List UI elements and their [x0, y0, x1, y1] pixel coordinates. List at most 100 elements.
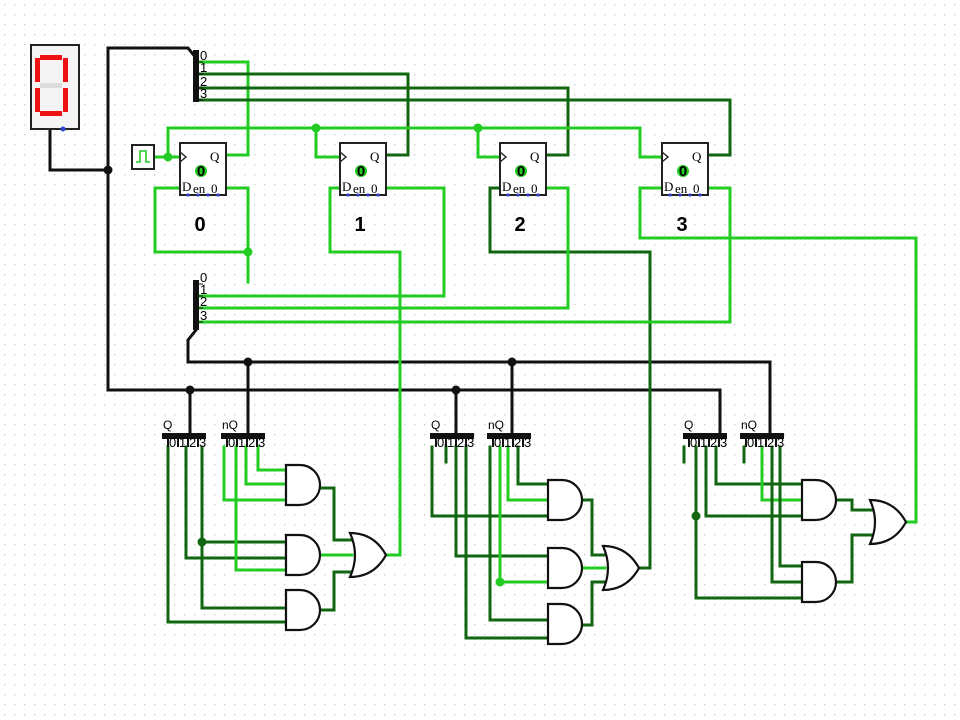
state-indicator — [195, 165, 207, 177]
bit-index-label: 0 — [169, 435, 176, 450]
clock-triangle-icon — [499, 151, 508, 163]
clr-pin-label: 0 — [371, 181, 378, 196]
or-gate — [348, 531, 388, 579]
flipflop-label: 3 — [676, 214, 687, 236]
segment-e — [35, 88, 40, 112]
group2-wires — [430, 445, 607, 640]
segment-a — [40, 55, 62, 60]
seven-segment-display — [30, 44, 80, 132]
pin-dot — [516, 193, 520, 197]
q-splitter-bar — [683, 433, 727, 439]
flipflop-value: 0 — [679, 163, 687, 180]
state-indicator — [677, 165, 689, 177]
bit-index-label: 0 — [690, 435, 697, 450]
q-pin-label: Q — [370, 149, 380, 164]
clr-pin-label: 0 — [531, 181, 538, 196]
and-gate — [546, 478, 584, 522]
d-pin-label: D — [502, 179, 511, 194]
bit-index-label: 3 — [200, 86, 207, 101]
bit-index-label: 2 — [710, 435, 717, 450]
flipflop-body — [661, 142, 709, 196]
and-gate — [546, 546, 584, 590]
bit-index-label: 2 — [248, 435, 255, 450]
nq-splitter-bar — [740, 433, 784, 439]
flipflop-label: 1 — [354, 214, 365, 236]
nq-splitter-bar — [221, 433, 265, 439]
pin-dot — [186, 193, 190, 197]
and-gate — [284, 463, 322, 507]
bit-index-label: 2 — [767, 435, 774, 450]
pin-dot — [376, 193, 380, 197]
pin-dot — [678, 193, 682, 197]
bit-index-label: 1 — [447, 435, 454, 450]
bit-index-label: 1 — [700, 435, 707, 450]
bit-index-label: 3 — [777, 435, 784, 450]
bit-index-label: 1 — [504, 435, 511, 450]
en-pin-label: en — [353, 181, 366, 196]
pin-dot — [196, 193, 200, 197]
clr-pin-label: 0 — [211, 181, 218, 196]
segment-b — [63, 58, 68, 82]
pin-dot — [356, 193, 360, 197]
clock-triangle-icon — [661, 151, 670, 163]
bit-index-label: 0 — [747, 435, 754, 450]
flipflop-label: 0 — [194, 214, 205, 236]
bit-index-label: 1 — [200, 60, 207, 75]
and-gate — [800, 560, 838, 604]
pin-dot — [506, 193, 510, 197]
and-gate — [284, 588, 322, 632]
segment-f — [35, 58, 40, 82]
junction-dots — [103, 123, 701, 587]
segment-g — [40, 83, 62, 88]
pin-dot — [536, 193, 540, 197]
bit-index-label: 2 — [189, 435, 196, 450]
q-bus-label: Q — [163, 418, 172, 432]
or-gate — [601, 544, 641, 592]
bit-index-label: 1 — [179, 435, 186, 450]
bit-index-label: 1 — [238, 435, 245, 450]
en-pin-label: en — [193, 181, 206, 196]
flipflop-value: 0 — [517, 163, 525, 180]
clock-input[interactable] — [131, 144, 155, 170]
group3-wires — [682, 445, 874, 600]
pin-dot — [366, 193, 370, 197]
q-pin-label: Q — [530, 149, 540, 164]
bit-index-label: 3 — [199, 435, 206, 450]
nq-bus-label: nQ — [741, 418, 757, 432]
bit-index-label: 2 — [457, 435, 464, 450]
q-bus-label: Q — [431, 418, 440, 432]
pin-dot — [206, 193, 210, 197]
or-gate — [868, 498, 908, 546]
flipflop-label: 2 — [514, 214, 525, 236]
bit-index-label: 2 — [514, 435, 521, 450]
bit-index-label: 0 — [200, 270, 207, 285]
clr-pin-label: 0 — [693, 181, 700, 196]
and-gate — [546, 602, 584, 646]
bit-index-label: 3 — [258, 435, 265, 450]
q-pin-label: Q — [692, 149, 702, 164]
pin-dot — [346, 193, 350, 197]
bit-index-label: 1 — [757, 435, 764, 450]
and-gate — [800, 478, 838, 522]
bit-index-label: 2 — [200, 294, 207, 309]
segment-d — [40, 111, 62, 116]
q-feedback-wires — [196, 60, 732, 157]
nq-splitter-bar — [487, 433, 531, 439]
pin-dot — [688, 193, 692, 197]
state-indicator — [515, 165, 527, 177]
pin-dot — [216, 193, 220, 197]
clock-triangle-icon — [179, 151, 188, 163]
